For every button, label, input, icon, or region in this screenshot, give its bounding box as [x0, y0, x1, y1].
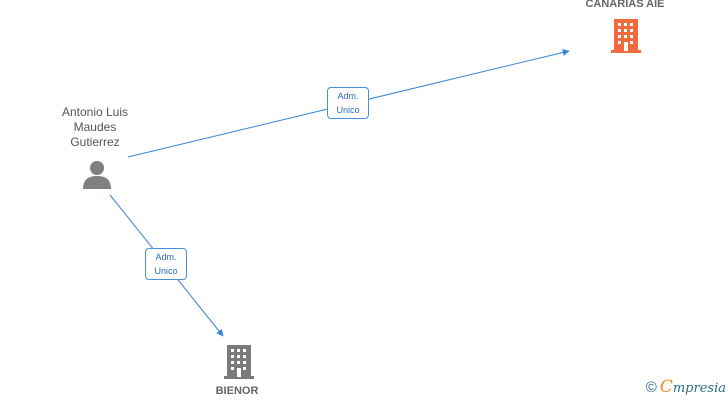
building-icon-gray[interactable] — [224, 345, 254, 384]
person-name-line-1: Antonio Luis — [61, 105, 129, 119]
person-name-line-3: Gutierrez — [70, 135, 120, 149]
brand-initial: C — [659, 377, 673, 397]
edge-label-canarias-line-1: Adm. — [337, 91, 359, 101]
company-name-bienor[interactable]: BIENOR — [215, 385, 259, 397]
edge-label-canarias[interactable]: Adm. Unico — [327, 87, 369, 119]
empresia-logo: ©Cmpresia — [646, 377, 726, 397]
edge-label-bienor[interactable]: Adm. Unico — [145, 248, 187, 280]
copyright-symbol: © — [645, 379, 657, 396]
company-name-canarias[interactable]: CANARIAS AIE — [585, 0, 665, 10]
brand-rest: mpresia — [672, 381, 726, 396]
building-icon-orange[interactable] — [611, 19, 641, 58]
edge-label-bienor-line-2: Unico — [154, 266, 178, 276]
person-name[interactable]: Antonio Luis Maudes Gutierrez — [45, 105, 145, 150]
edge-label-bienor-line-1: Adm. — [155, 252, 177, 262]
person-icon[interactable] — [82, 160, 112, 194]
edge-label-canarias-line-2: Unico — [336, 105, 360, 115]
person-name-line-2: Maudes — [73, 120, 117, 134]
